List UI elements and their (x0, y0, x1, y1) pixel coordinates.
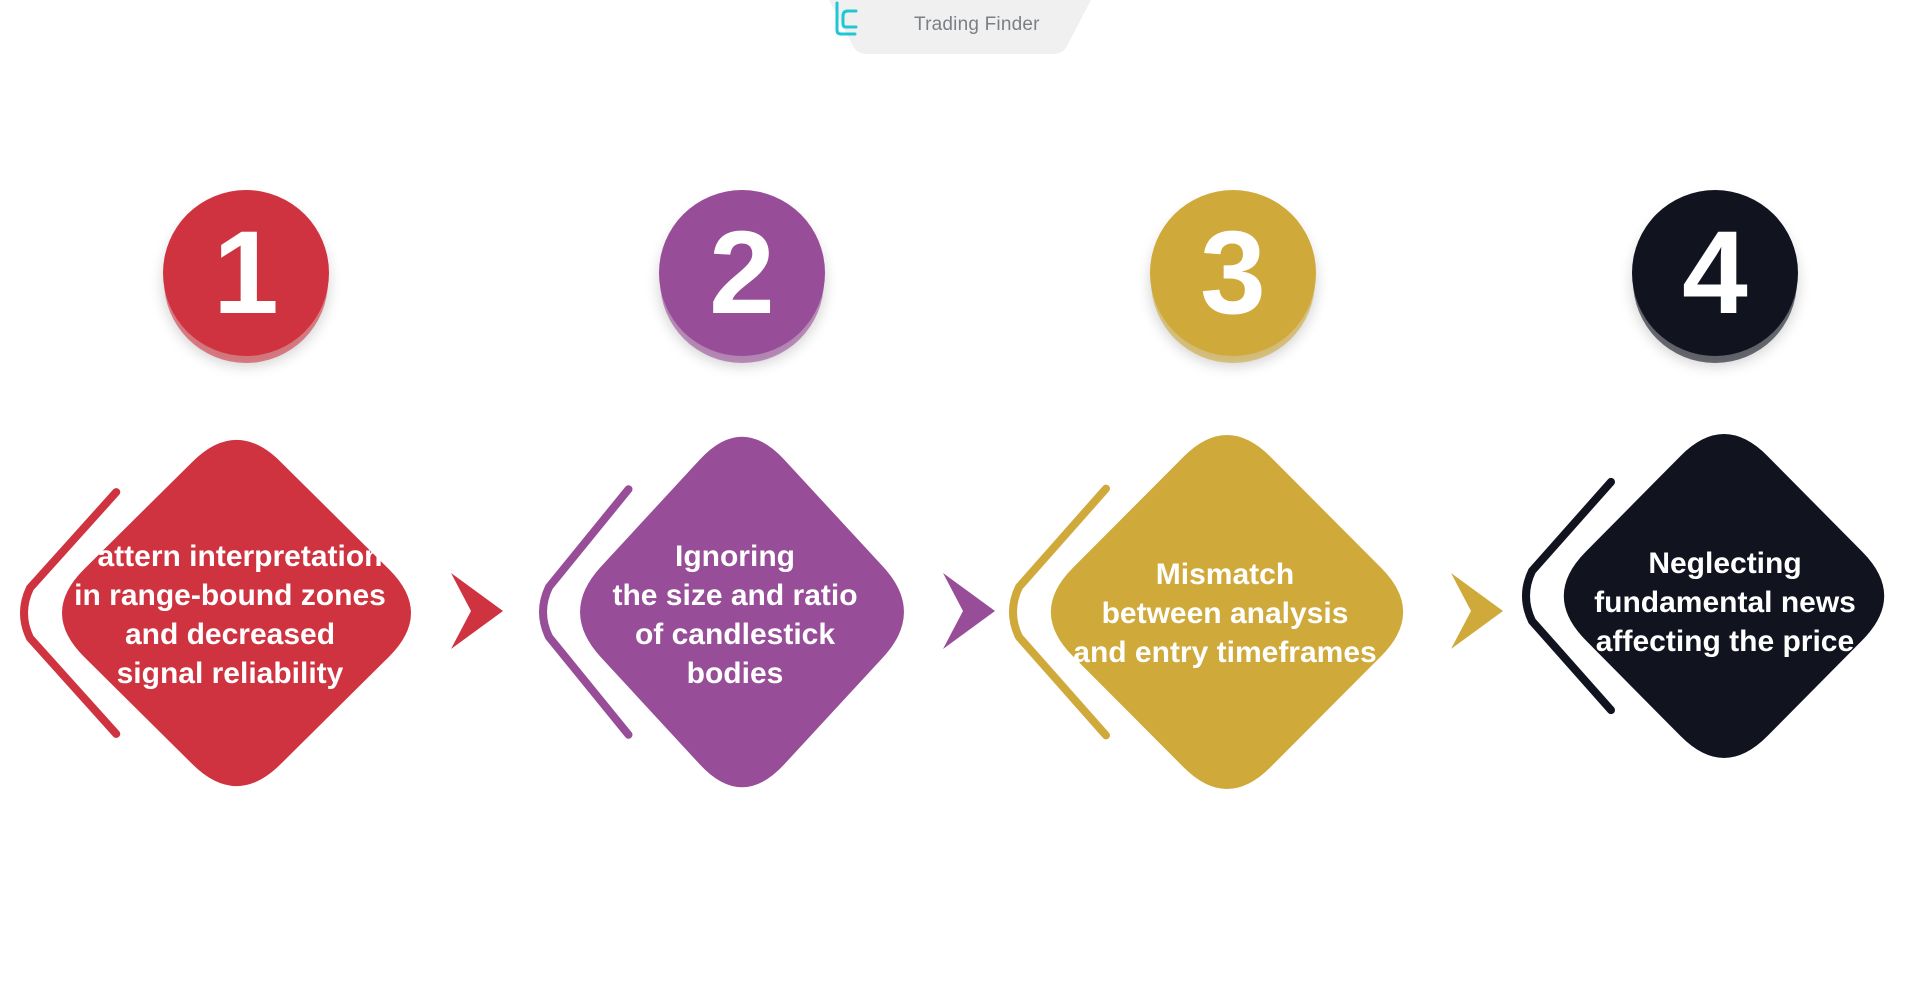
logo-tab-background (829, 0, 1091, 54)
step-3-swoosh (1009, 484, 1110, 740)
step-4-diamond-shape (1522, 434, 1885, 758)
step-1-diamond (18, 418, 433, 808)
step-1-line-3: and decreased (124, 618, 336, 651)
step-4-line-3: affecting the price (1595, 624, 1855, 658)
chevron-right-shape (943, 573, 995, 649)
step-4-line-2: fundamental news (1594, 585, 1856, 619)
step-4-swoosh (1522, 477, 1615, 715)
step-1-diamond-shape (20, 439, 411, 787)
step-3-description: Mismatch between analysis and entry time… (1035, 548, 1415, 678)
chevron-right-icon (1451, 573, 1503, 649)
step-3-line-3: and entry timeframes (1073, 635, 1377, 669)
step-4-line-1: Neglecting (1648, 546, 1802, 580)
step-2-swoosh (539, 485, 633, 739)
step-4-description: Neglecting fundamental news affecting th… (1535, 537, 1915, 667)
step-1-line-1: Pattern interpretation (77, 540, 383, 573)
step-3-line-2: between analysis (1101, 596, 1349, 630)
step-3-number-badge: 3 (1150, 190, 1316, 356)
step-4-diamond-fill (1563, 434, 1885, 758)
trading-finder-logo-icon (835, 1, 858, 36)
step-2-diamond-fill (580, 436, 904, 788)
chevron-right-shape (1451, 573, 1503, 649)
step-1-line-4: signal reliability (116, 657, 344, 690)
brand-name: Trading Finder (914, 14, 1040, 35)
step-4-number-badge: 4 (1632, 190, 1798, 356)
step-3-diamond-fill (1050, 435, 1404, 789)
step-2-diamond (537, 414, 925, 810)
step-1-number-badge: 1 (163, 190, 329, 356)
step-2-diamond-shape (539, 436, 904, 788)
step-1-line-2: in range-bound zones (74, 579, 386, 612)
step-2-line-2: the size and ratio (612, 579, 858, 612)
step-1-diamond-fill (62, 439, 411, 787)
brand-logo-tab: Trading Finder (829, 0, 1091, 54)
step-1-swoosh (20, 488, 121, 738)
step-2-line-4: bodies (686, 657, 784, 690)
step-2-line-3: of candlestick (634, 618, 836, 651)
chevron-right-icon (451, 573, 503, 649)
step-2-line-1: Ignoring (675, 540, 795, 573)
step-1-description: Pattern interpretation in range-bound zo… (40, 530, 420, 700)
step-2-number-badge: 2 (659, 190, 825, 356)
chevron-right-icon (943, 573, 995, 649)
step-3-diamond (1007, 413, 1425, 811)
step-3-line-1: Mismatch (1155, 557, 1295, 591)
step-3-diamond-shape (1009, 435, 1404, 789)
step-2-description: Ignoring the size and ratio of candlesti… (555, 530, 915, 700)
chevron-right-shape (451, 573, 503, 649)
step-4-diamond (1520, 412, 1906, 780)
